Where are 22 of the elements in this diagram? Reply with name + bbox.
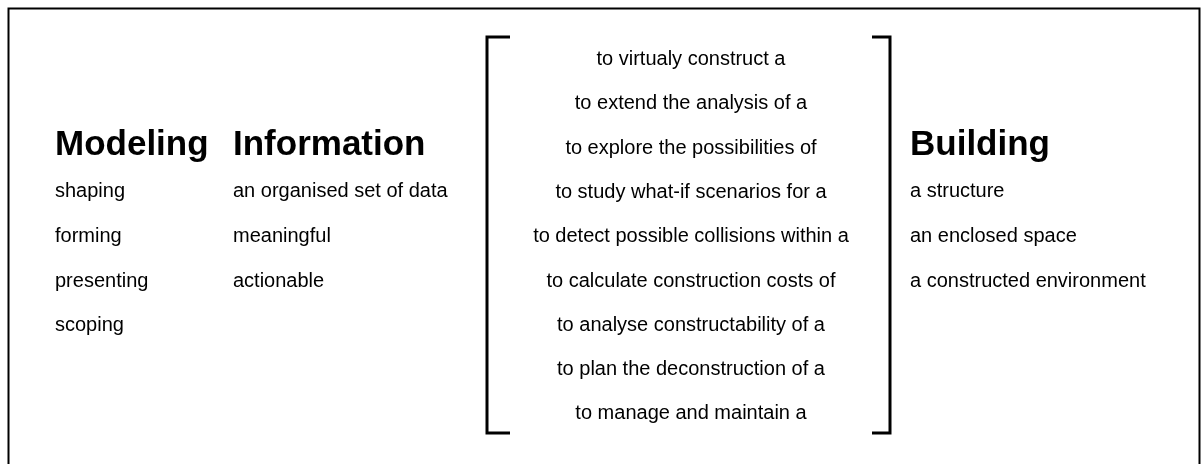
phrase-text: to study what-if scenarios for a — [555, 181, 827, 201]
phrase-text: to calculate construction costs of — [546, 270, 836, 290]
column-heading: Building — [910, 125, 1050, 160]
phrase-text: to manage and maintain a — [575, 402, 807, 422]
phrase-text: meaningful — [233, 225, 331, 245]
phrase-text: to analyse constructability of a — [557, 314, 825, 334]
phrase-text: a structure — [910, 180, 1005, 200]
phrase-text: to virtualy construct a — [596, 48, 786, 68]
column-heading: Modeling — [55, 125, 209, 160]
phrase-text: actionable — [233, 270, 325, 290]
column-heading: Information — [233, 125, 426, 160]
phrase-text: an enclosed space — [910, 225, 1077, 245]
phrase-text: to detect possible collisions within a — [533, 225, 849, 245]
phrase-text: scoping — [55, 314, 124, 334]
phrase-text: to explore the possibilities of — [565, 137, 817, 157]
phrase-text: an organised set of data — [233, 180, 448, 200]
phrase-text: forming — [55, 225, 122, 245]
phrase-text: a constructed environment — [910, 270, 1146, 290]
phrase-text: to extend the analysis of a — [574, 92, 808, 112]
phrase-text: presenting — [55, 270, 149, 290]
phrase-text: shaping — [55, 180, 126, 200]
phrase-text: to plan the deconstruction of a — [557, 358, 825, 378]
